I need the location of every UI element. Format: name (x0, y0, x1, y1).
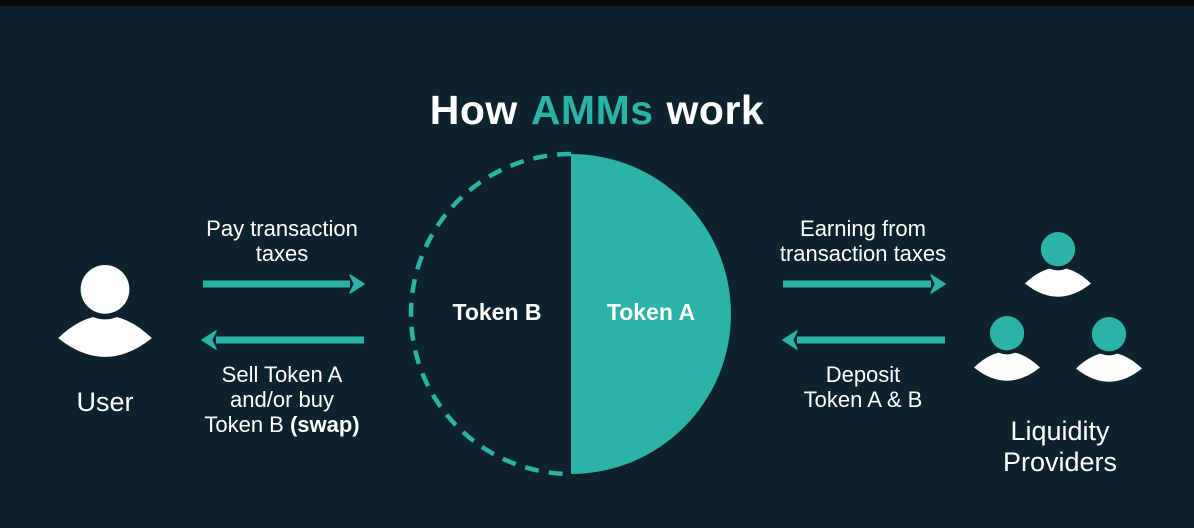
title-pre: How (429, 87, 518, 134)
swap-bold-text: (swap) (289, 412, 360, 437)
title-post: work (666, 87, 765, 134)
liquidity-provider-icon-right (1076, 317, 1142, 382)
token-b-label: Token B (452, 299, 542, 325)
title-highlight: AMMs (530, 87, 654, 134)
deposit-tokens-label: Deposit Token A & B (803, 362, 923, 412)
token-a-filled-half (571, 154, 731, 474)
token-b-dashed-half (408, 151, 572, 477)
top-black-bar (0, 0, 1194, 6)
sell-buy-swap-label: Sell Token A and/or buy Token B (swap) (204, 362, 360, 437)
liquidity-provider-icon-top (1025, 232, 1091, 297)
user-icon (58, 265, 152, 357)
liquidity-provider-icon-left (974, 316, 1040, 381)
user-label: User (76, 387, 134, 417)
pay-transaction-taxes-label: Pay transaction taxes (206, 216, 358, 266)
earning-from-taxes-label: Earning from transaction taxes (779, 216, 947, 266)
liquidity-pool-circle (408, 151, 731, 477)
token-a-label: Token A (606, 299, 696, 325)
page-title: How AMMs work (0, 87, 1194, 134)
liquidity-providers-label: Liquidity Providers (1002, 416, 1118, 477)
